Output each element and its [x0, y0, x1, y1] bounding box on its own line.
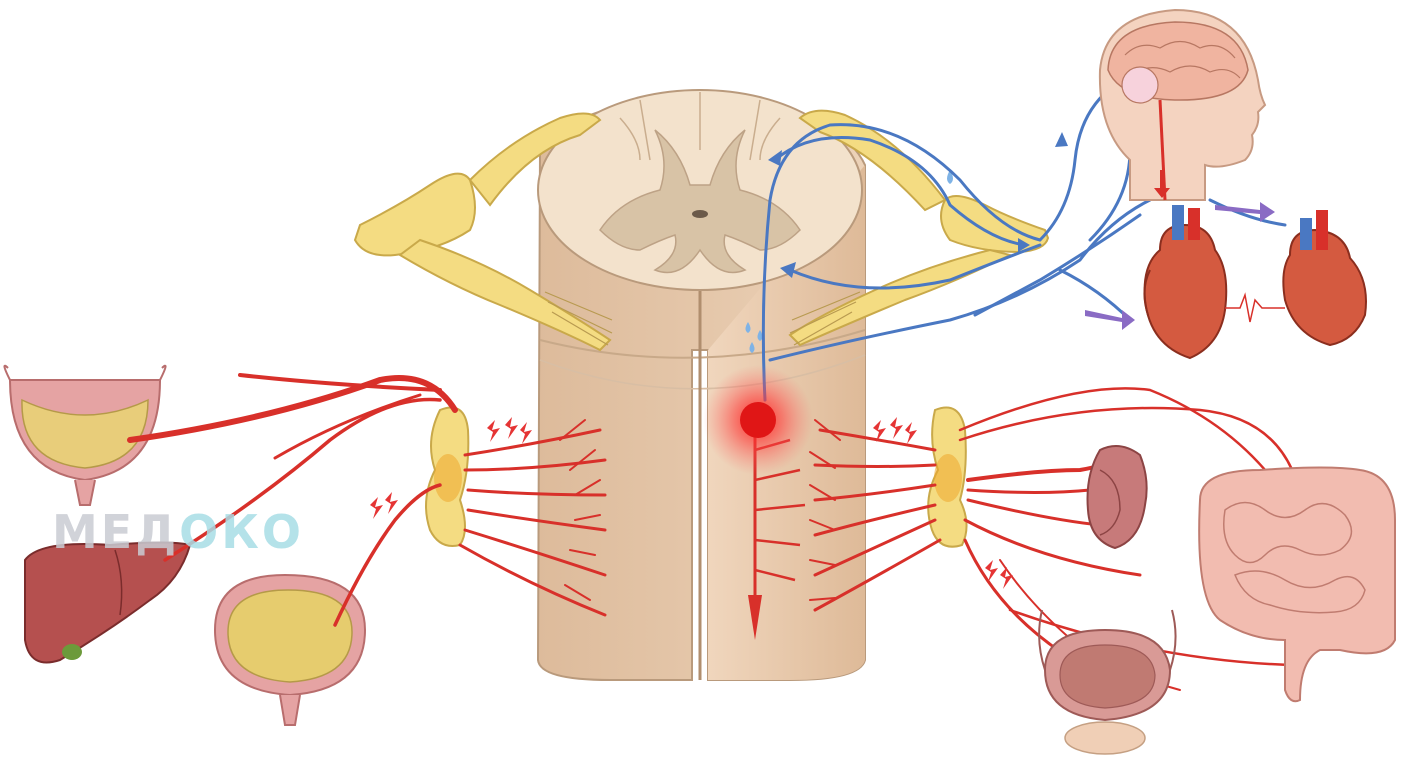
- bladder-bottom-right: [1038, 609, 1177, 755]
- liver: [24, 541, 192, 664]
- spinal-nerve-left: [353, 112, 613, 352]
- watermark-part1: МЕД: [52, 505, 180, 559]
- watermark-part2: ОКО: [179, 505, 304, 559]
- ganglion-left: [425, 406, 470, 547]
- heart-icon: [1143, 205, 1228, 360]
- droplet-icon: [757, 330, 763, 341]
- droplet-icon: [749, 342, 755, 353]
- lightning-icon: [370, 417, 1013, 589]
- droplet-icon: [745, 322, 751, 333]
- watermark-logo: МЕДОКО: [52, 505, 304, 559]
- sympathetic-nerves-left: [127, 373, 607, 627]
- arrow-heads: [768, 132, 1068, 278]
- spinal-cord: [536, 88, 866, 681]
- bladder-bottom-left: [213, 573, 367, 726]
- intestine: [1198, 466, 1396, 703]
- flow-arrows: [1085, 170, 1275, 330]
- ecg-trace: [1225, 292, 1285, 323]
- kidney: [1086, 445, 1148, 550]
- bladder-top-left: [3, 364, 167, 506]
- ganglion-right: [927, 406, 968, 548]
- injury-focus: [703, 365, 813, 475]
- heart-icon-secondary: [1282, 210, 1367, 347]
- grey-matter: [599, 129, 801, 274]
- head-profile: [1098, 8, 1267, 201]
- spinal-nerve-right: [745, 109, 1050, 353]
